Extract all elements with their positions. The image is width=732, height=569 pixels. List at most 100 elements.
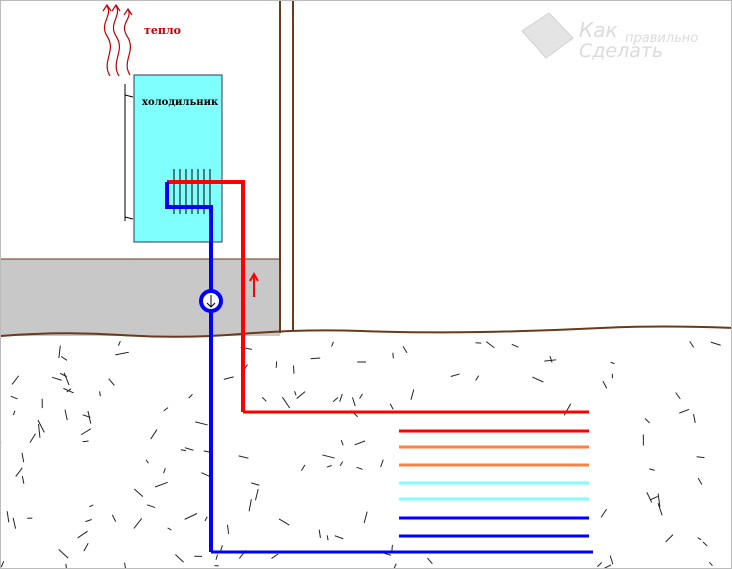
soil-speck: [154, 481, 168, 488]
soil-speck: [278, 518, 290, 526]
soil-speck: [163, 468, 166, 474]
soil-speck: [331, 341, 334, 347]
soil-speck: [296, 391, 306, 399]
soil-speck: [64, 409, 68, 421]
soil-speck: [89, 504, 94, 508]
soil-speck: [649, 468, 655, 471]
soil-speck: [597, 562, 603, 568]
soil-speck: [271, 553, 279, 559]
soil-speck: [697, 477, 703, 485]
soil-texture: [1, 341, 721, 568]
soil-speck: [334, 535, 344, 540]
soil-speck: [702, 541, 708, 547]
heat-waves-icon: [102, 3, 133, 77]
soil-speck: [380, 459, 384, 468]
soil-speck: [549, 355, 553, 363]
soil-speck: [118, 341, 121, 346]
soil-speck: [77, 530, 88, 539]
soil-speck: [87, 410, 92, 424]
soil-speck: [393, 563, 397, 568]
soil-speck: [646, 491, 653, 503]
soil-speck: [60, 372, 67, 378]
soil-speck: [226, 524, 230, 534]
soil-speck: [85, 518, 92, 523]
soil-speck: [58, 345, 61, 359]
soil-speck: [356, 466, 363, 470]
watermark-logo: Как правильно Сделать: [521, 12, 698, 62]
soil-speck: [485, 341, 495, 349]
soil-speck: [111, 514, 117, 522]
hot-pipe: [167, 180, 245, 412]
soil-speck: [665, 534, 674, 543]
soil-speck: [184, 513, 198, 520]
heat-label: тепло: [144, 24, 181, 37]
soil-speck: [679, 408, 690, 414]
watermark-text-3: Сделать: [579, 40, 663, 62]
soil-speck: [124, 562, 126, 568]
soil-speck: [133, 488, 144, 497]
soil-speck: [354, 440, 366, 446]
soil-speck: [204, 516, 208, 522]
soil-speck: [610, 361, 615, 365]
soil-speck: [21, 475, 25, 484]
soil-speck: [383, 552, 392, 556]
soil-speck: [150, 429, 158, 440]
soil-speck: [709, 561, 713, 567]
soil-speck: [11, 375, 20, 385]
soil-speck: [238, 455, 249, 459]
soil-speck: [37, 419, 45, 433]
soil-speck: [167, 527, 172, 531]
soil-speck: [10, 395, 18, 400]
soil-speck: [301, 464, 306, 471]
house-icon: [521, 12, 574, 59]
soil-speck: [389, 403, 394, 410]
soil-speck: [603, 564, 612, 568]
soil-speck: [175, 554, 184, 563]
ground-loop: [211, 410, 593, 554]
soil-speck: [675, 392, 681, 400]
soil-speck: [66, 388, 72, 393]
soil-speck: [294, 391, 297, 396]
soil-speck: [83, 543, 89, 552]
soil-speck: [644, 418, 650, 424]
soil-speck: [351, 397, 356, 407]
soil-speck: [38, 423, 41, 438]
watermark-text-1: Как: [579, 18, 618, 42]
soil-speck: [339, 461, 344, 466]
soil-speck: [12, 410, 16, 416]
soil-speck: [60, 355, 68, 361]
soil-speck: [532, 376, 544, 383]
soil-speck: [195, 421, 208, 426]
soil-speck: [359, 393, 363, 399]
soil-speck: [696, 456, 705, 459]
ground-surface: [1, 325, 731, 338]
soil-speck: [80, 428, 92, 436]
soil-speck: [223, 376, 234, 380]
soil-speck: [188, 393, 193, 399]
soil-speck: [115, 351, 129, 356]
soil-speck: [261, 397, 267, 402]
soil-speck: [12, 517, 17, 529]
soil-speck: [710, 341, 721, 346]
soil-speck: [427, 557, 433, 565]
soil-speck: [82, 440, 89, 443]
soil-speck: [108, 378, 115, 386]
soil-speck: [392, 352, 394, 359]
soil-speck: [21, 452, 25, 463]
soil-speck: [65, 563, 67, 568]
soil-speck: [657, 493, 661, 508]
soil-speck: [650, 495, 659, 501]
soil-speck: [689, 341, 695, 348]
soil-speck: [326, 535, 329, 541]
soil-speck: [1, 560, 5, 568]
soil-speck: [51, 376, 62, 381]
soil-speck: [215, 554, 219, 560]
soil-speck: [6, 511, 10, 523]
soil-speck: [145, 459, 149, 464]
soil-speck: [99, 391, 101, 397]
soil-speck: [248, 499, 252, 512]
watermark-text-2: правильно: [625, 31, 698, 46]
soil-speck: [184, 447, 194, 451]
soil-speck: [602, 380, 608, 389]
